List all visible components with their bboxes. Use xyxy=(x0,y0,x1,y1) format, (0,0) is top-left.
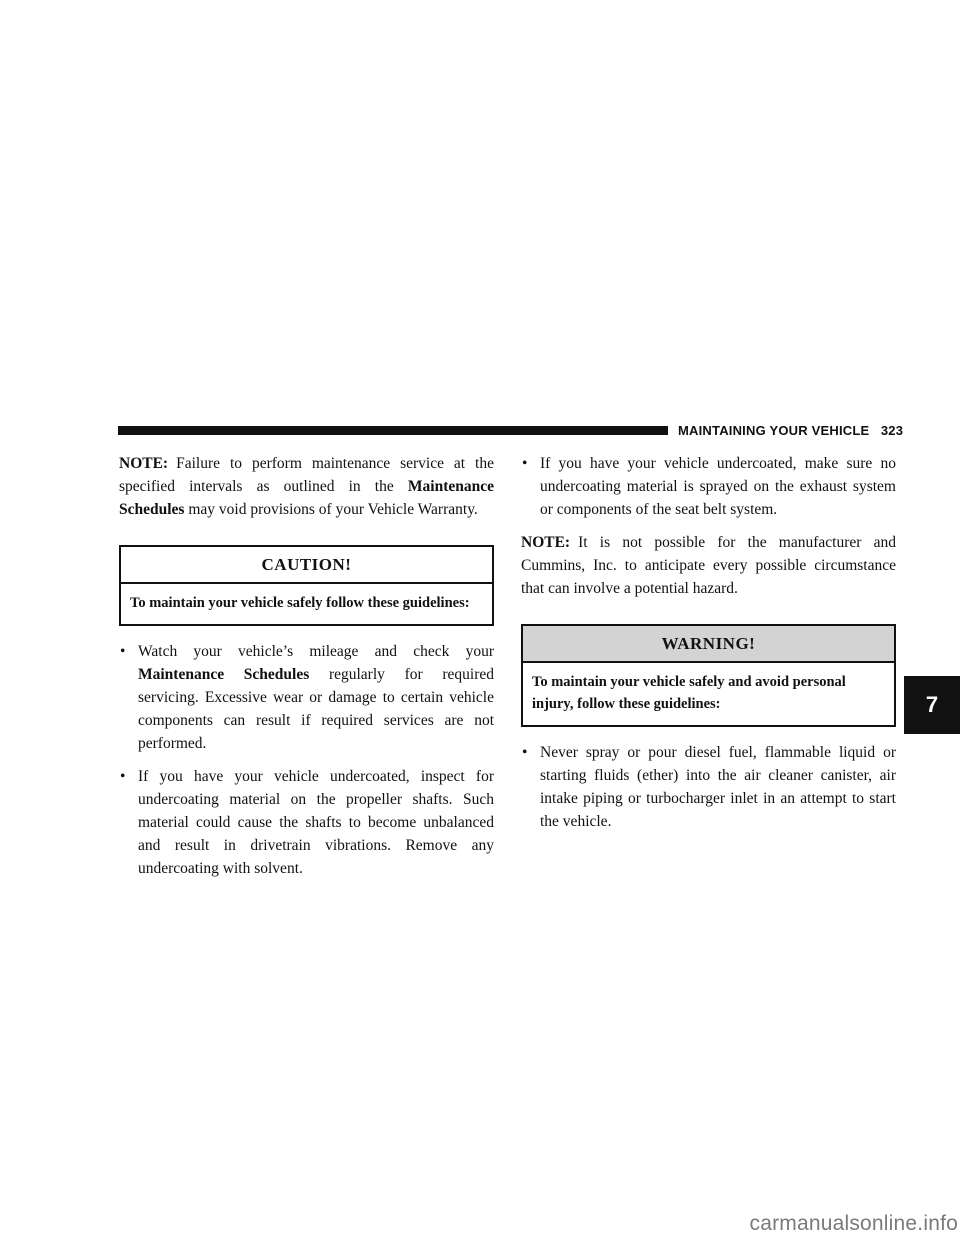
bullet-text-1: Watch your vehicle’s mileage and check y… xyxy=(138,643,494,660)
warning-body: To maintain your vehicle safely and avoi… xyxy=(532,674,846,712)
caution-bullet-list: • Watch your vehicle’s mileage and check… xyxy=(119,640,494,880)
bullet-text-2: regularly for required servicing. Excess… xyxy=(138,666,494,752)
note-text-2: may void provisions of your Vehicle Warr… xyxy=(184,501,478,518)
page-number: 323 xyxy=(880,423,904,438)
top-bullet-list: • If you have your vehicle undercoated, … xyxy=(521,452,896,521)
section-title: MAINTAINING YOUR VEHICLE xyxy=(678,423,870,438)
bullet-icon: • xyxy=(522,744,528,761)
header-rule xyxy=(118,426,668,435)
chapter-tab: 7 xyxy=(904,676,960,734)
bullet-text: If you have your vehicle undercoated, in… xyxy=(138,768,494,877)
note-paragraph: NOTE:It is not possible for the manufact… xyxy=(521,531,896,600)
bullet-text: If you have your vehicle undercoated, ma… xyxy=(540,455,896,518)
note-label: NOTE: xyxy=(521,534,571,551)
maintenance-schedules-ref: Maintenance Schedules xyxy=(138,666,310,683)
list-item: • Watch your vehicle’s mileage and check… xyxy=(119,640,494,755)
right-column: • If you have your vehicle undercoated, … xyxy=(521,452,896,833)
caution-title: CAUTION! xyxy=(121,547,492,584)
note-text: It is not possible for the manufacturer … xyxy=(521,534,896,597)
maintenance-schedules-ref: Maintenance Schedules xyxy=(119,478,494,518)
caution-box: CAUTION! To maintain your vehicle safely… xyxy=(119,545,494,626)
list-item: • Never spray or pour diesel fuel, flamm… xyxy=(521,741,896,833)
note-paragraph: NOTE:Failure to perform maintenance serv… xyxy=(119,452,494,521)
bullet-icon: • xyxy=(120,768,126,785)
warning-box: WARNING! To maintain your vehicle safely… xyxy=(521,624,896,727)
warning-title: WARNING! xyxy=(523,626,894,663)
list-item: • If you have your vehicle undercoated, … xyxy=(119,765,494,880)
note-text-1: Failure to perform maintenance service a… xyxy=(119,455,494,495)
caution-body: To maintain your vehicle safely follow t… xyxy=(130,595,470,611)
running-header: MAINTAINING YOUR VEHICLE 323 xyxy=(678,423,903,438)
bullet-icon: • xyxy=(120,643,126,660)
note-label: NOTE: xyxy=(119,455,169,472)
bullet-text: Never spray or pour diesel fuel, flammab… xyxy=(540,744,896,830)
bullet-icon: • xyxy=(522,455,528,472)
watermark-text: carmanualsonline.info xyxy=(749,1212,958,1235)
list-item: • If you have your vehicle undercoated, … xyxy=(521,452,896,521)
left-column: NOTE:Failure to perform maintenance serv… xyxy=(119,452,494,880)
warning-bullet-list: • Never spray or pour diesel fuel, flamm… xyxy=(521,741,896,833)
